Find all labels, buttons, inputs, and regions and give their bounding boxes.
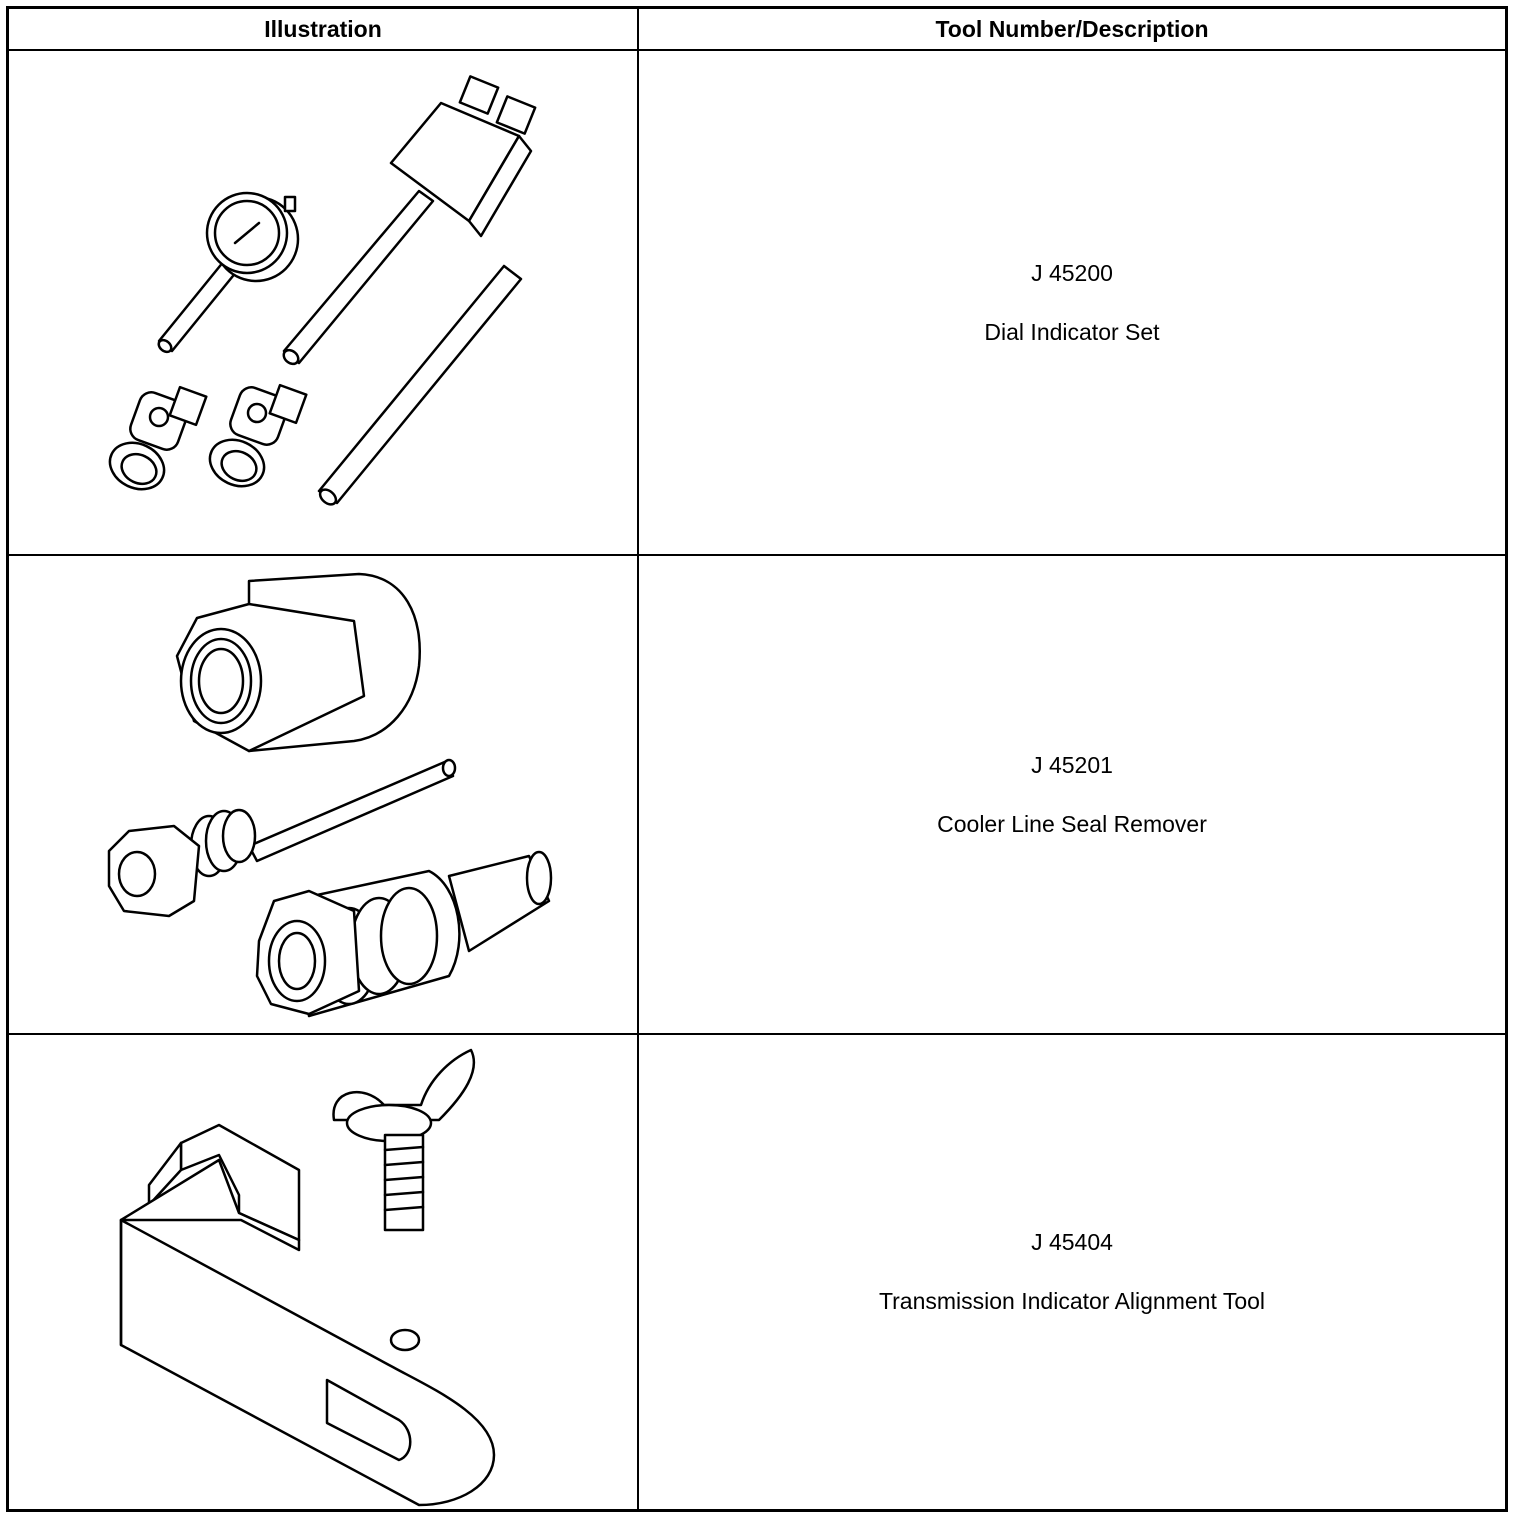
tool-number: J 45200 [1031,259,1113,286]
dial-indicator-set-illustration [9,51,637,554]
cooler-line-seal-remover-illustration [9,556,637,1033]
column-divider [637,9,639,1509]
row-illustration [9,1035,637,1509]
tools-table: Illustration Tool Number/Description [6,6,1508,1512]
header-divider [9,49,1505,51]
header-tool-number-description: Tool Number/Description [935,15,1209,42]
row-divider [9,554,1505,556]
row-divider [9,1033,1505,1035]
tool-number: J 45201 [1031,751,1113,778]
row-description-cell: J 45404 Transmission Indicator Alignment… [639,1035,1505,1509]
tool-description: Cooler Line Seal Remover [937,810,1207,837]
transmission-indicator-alignment-tool-illustration [9,1035,637,1509]
tool-description: Transmission Indicator Alignment Tool [878,1288,1266,1314]
header-illustration: Illustration [264,15,382,42]
row-illustration [9,556,637,1033]
row-description-cell: J 45201 Cooler Line Seal Remover [639,556,1505,1033]
tool-number: J 45404 [1031,1229,1113,1255]
row-illustration [9,51,637,554]
row-description-cell: J 45200 Dial Indicator Set [639,51,1505,554]
tool-description: Dial Indicator Set [984,318,1160,345]
